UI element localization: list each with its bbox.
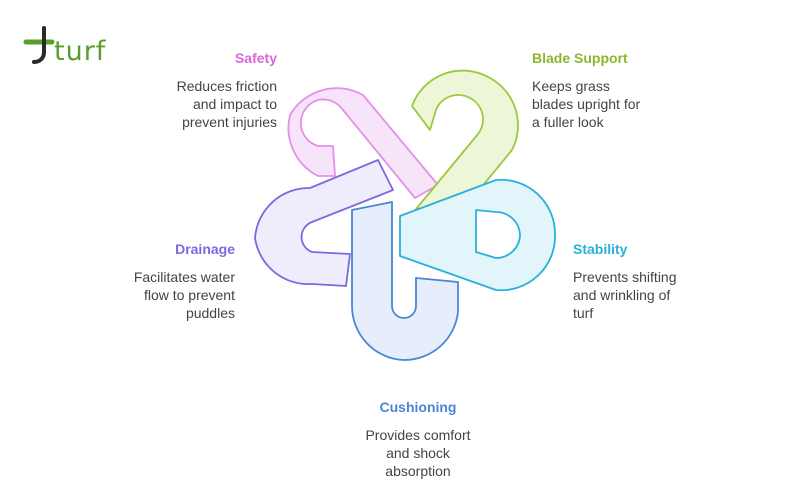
- blade-support-label-group: Blade Support Keeps grass blades upright…: [532, 49, 640, 131]
- blade-support-hook: [411, 69, 519, 229]
- safety-desc-line-1: Reduces friction: [176, 78, 277, 94]
- cushioning-desc-line-2: and shock: [386, 445, 450, 461]
- safety-label-group: Safety Reduces friction and impact to pr…: [177, 49, 277, 131]
- stability-title: Stability: [573, 241, 628, 257]
- safety-desc-line-3: prevent injuries: [182, 114, 277, 130]
- drainage-desc-line-2: flow to prevent: [143, 287, 235, 303]
- safety-title: Safety: [234, 50, 277, 66]
- drainage-desc-line-1: Facilitates water: [133, 269, 235, 285]
- cushioning-desc-line-3: absorption: [385, 463, 451, 479]
- cushioning-label-group: Cushioning Provides comfort and shock ab…: [315, 398, 521, 480]
- drainage-desc-line-3: puddles: [185, 305, 235, 321]
- drainage-hook: [254, 159, 394, 287]
- stability-hook: [399, 178, 556, 292]
- blade-support-title: Blade Support: [532, 50, 628, 66]
- cushioning-hook: [351, 201, 459, 361]
- drainage-title: Drainage: [175, 241, 235, 257]
- stability-desc-line-3: turf: [573, 305, 594, 321]
- stability-desc-line-2: and wrinkling of: [573, 287, 671, 303]
- safety-hook: [287, 87, 439, 199]
- blade-support-desc-line-3: a fuller look: [532, 114, 604, 130]
- cushioning-title: Cushioning: [379, 399, 457, 415]
- blade-support-desc-line-2: blades upright for: [532, 96, 641, 112]
- drainage-label-group: Drainage Facilitates water flow to preve…: [134, 240, 235, 322]
- blade-support-desc-line-1: Keeps grass: [532, 78, 610, 94]
- logo-mark-icon: [23, 26, 55, 64]
- stability-label-group: Stability Prevents shifting and wrinklin…: [573, 240, 677, 322]
- turf-logo: turf: [22, 22, 106, 68]
- stability-desc-line-1: Prevents shifting: [573, 269, 677, 285]
- cushioning-desc-line-1: Provides comfort: [365, 427, 471, 443]
- safety-desc-line-2: and impact to: [192, 96, 277, 112]
- logo-text: turf: [54, 36, 107, 67]
